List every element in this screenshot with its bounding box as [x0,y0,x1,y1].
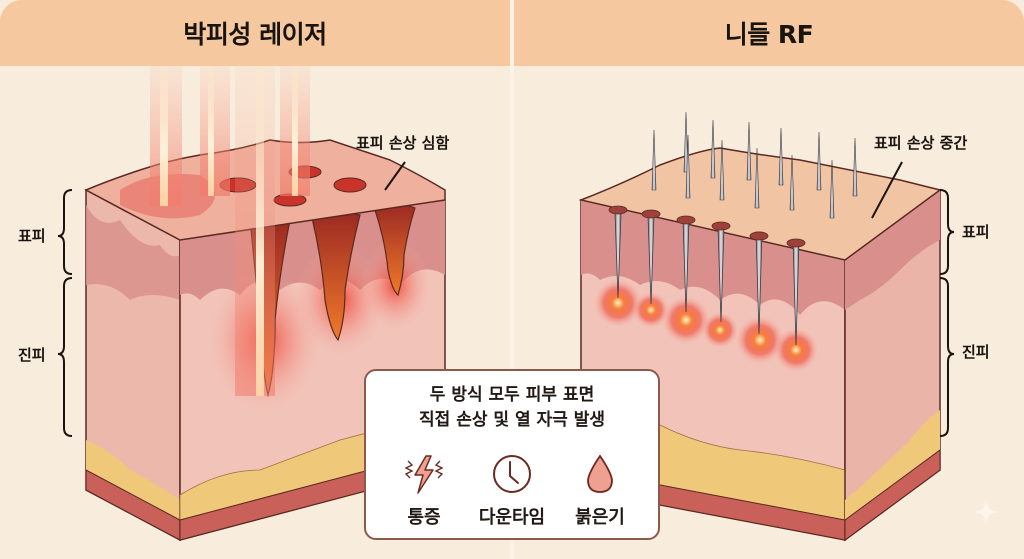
right-label-epidermis: 표피 [962,223,990,241]
right-label-dermis: 진피 [962,343,990,361]
side-effect-pain: 통증 [380,453,468,529]
side-effects-info-box: 두 방식 모두 피부 표면 직접 손상 및 열 자극 발생 통증 다운타임 붉은… [364,369,660,540]
left-callout-epidermis-damage: 표피 손상 심함 [356,134,450,152]
sparkle-icon [974,500,998,524]
side-effect-pain-label: 통증 [407,507,441,528]
lightning-pain-icon [404,455,444,494]
droplet-icon [587,454,613,493]
info-line-1: 두 방식 모두 피부 표면 [429,385,595,405]
info-line-2: 직접 손상 및 열 자극 발생 [419,410,605,430]
left-label-dermis: 진피 [18,346,46,364]
side-effect-redness-label: 붉은기 [575,507,625,528]
side-effect-redness: 붉은기 [556,453,644,529]
panel-divider [510,0,514,559]
side-effect-list: 통증 다운타임 붉은기 [366,453,658,529]
side-effect-downtime-label: 다운타임 [478,507,546,528]
left-label-epidermis: 표피 [18,227,46,245]
right-panel-title: 니들 RF [724,20,814,49]
info-box-title: 두 방식 모두 피부 표면 직접 손상 및 열 자극 발생 [366,383,658,433]
clock-icon [493,455,531,493]
side-effect-downtime: 다운타임 [468,453,556,529]
left-panel-header: 박피성 레이저 [0,0,510,66]
left-panel-title: 박피성 레이저 [183,20,327,49]
right-panel-header: 니들 RF [514,0,1024,66]
right-callout-epidermis-damage: 표피 손상 중간 [874,134,968,152]
